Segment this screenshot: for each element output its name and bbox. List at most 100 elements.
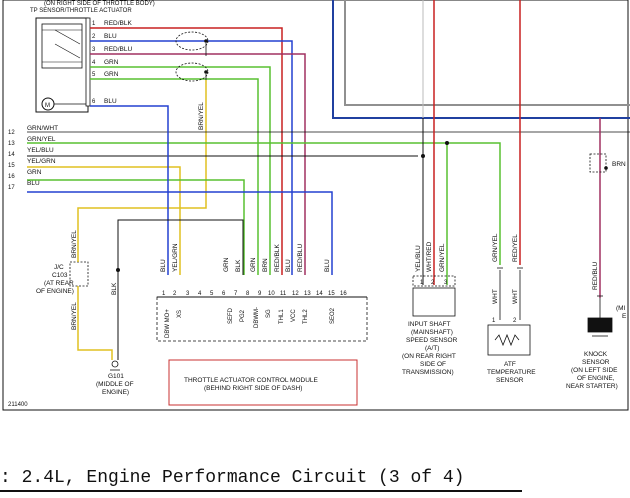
svg-text:3: 3: [444, 280, 448, 286]
svg-text:RED/BLK: RED/BLK: [274, 244, 281, 272]
figure-id: 211400: [8, 402, 28, 408]
svg-text:DBW MO+: DBW MO+: [165, 309, 171, 338]
svg-text:PG2: PG2: [240, 309, 246, 322]
svg-text:(MAINSHAFT): (MAINSHAFT): [411, 329, 453, 336]
svg-text:BRN: BRN: [612, 161, 626, 168]
module-title: THROTTLE ACTUATOR CONTROL MODULE: [184, 377, 319, 384]
actuator-sensor-block: [41, 23, 83, 69]
bus-lines: 12 GRN/WHT 13 GRN/YEL 14 YEL/BLU 15 YEL/…: [8, 125, 58, 191]
jc-connector: [69, 261, 89, 287]
svg-text:16: 16: [340, 291, 347, 297]
svg-text:E: E: [622, 313, 627, 320]
svg-text:5: 5: [92, 72, 96, 78]
diagram-frame: [2, 0, 629, 411]
svg-text:2: 2: [173, 291, 177, 297]
svg-text:15: 15: [8, 163, 15, 169]
svg-text:3: 3: [92, 47, 96, 53]
svg-text:BRN: BRN: [262, 258, 269, 272]
svg-text:NEAR STARTER): NEAR STARTER): [566, 383, 618, 390]
svg-text:BLU: BLU: [104, 98, 117, 105]
right-connector: [589, 153, 607, 173]
svg-text:ATF: ATF: [504, 361, 516, 368]
ground-symbol: [110, 360, 120, 371]
shield-icon: [175, 31, 209, 82]
knock-label: KNOCK SENSOR (ON LEFT SIDE OF ENGINE, NE…: [566, 351, 618, 390]
svg-text:THL2: THL2: [303, 309, 309, 324]
knock-sensor: [587, 317, 613, 333]
thermistor-icon: [494, 333, 520, 347]
svg-text:10: 10: [268, 291, 275, 297]
wire-grn-pin5: [90, 78, 259, 275]
module-location: (BEHIND RIGHT SIDE OF DASH): [204, 385, 302, 392]
svg-text:YEL/BLU: YEL/BLU: [415, 245, 422, 272]
svg-text:12: 12: [8, 130, 15, 136]
upper-frame-blue: [332, 0, 630, 119]
svg-text:1: 1: [420, 280, 424, 286]
svg-text:GRN: GRN: [104, 71, 119, 78]
svg-text:2: 2: [513, 318, 517, 324]
svg-text:TRANSMISSION): TRANSMISSION): [402, 369, 454, 376]
svg-text:3: 3: [186, 291, 190, 297]
svg-text:INPUT SHAFT: INPUT SHAFT: [408, 321, 451, 328]
svg-text:BRN/YEL: BRN/YEL: [71, 230, 78, 258]
wire-red-blk-pin1: [90, 27, 283, 275]
svg-text:BLU: BLU: [27, 180, 40, 187]
svg-text:2: 2: [431, 280, 435, 286]
svg-text:4: 4: [92, 60, 96, 66]
atf-sensor: [487, 324, 531, 356]
svg-text:RED/YEL: RED/YEL: [512, 234, 519, 262]
svg-text:THL1: THL1: [279, 309, 285, 324]
svg-text:OF ENGINE,: OF ENGINE,: [577, 375, 615, 382]
svg-text:(ON REAR RIGHT: (ON REAR RIGHT: [402, 353, 456, 360]
svg-text:2: 2: [92, 34, 96, 40]
input-shaft-label: INPUT SHAFT (MAINSHAFT) SPEED SENSOR (A/…: [402, 321, 458, 376]
svg-text:SENSOR: SENSOR: [496, 377, 524, 384]
svg-text:GRN: GRN: [27, 169, 42, 176]
svg-text:17: 17: [8, 185, 15, 191]
svg-text:6: 6: [92, 99, 96, 105]
module-wire-labels: BLU YEL/GRN GRN BLK GRN BRN RED/BLK BLU …: [160, 243, 331, 272]
svg-text:TEMPERATURE: TEMPERATURE: [487, 369, 536, 376]
bus-yel-grn: [27, 166, 181, 275]
actuator-title: TP SENSOR/THROTTLE ACTUATOR: [30, 8, 132, 14]
svg-text:BLU: BLU: [285, 259, 292, 272]
svg-text:SPEED SENSOR: SPEED SENSOR: [406, 337, 458, 344]
svg-text:GRN/YEL: GRN/YEL: [492, 233, 499, 262]
svg-text:SIDE OF: SIDE OF: [420, 361, 446, 368]
svg-text:KNOCK: KNOCK: [584, 351, 608, 358]
wire-grn-pin4: [90, 66, 271, 275]
svg-text:XS: XS: [177, 310, 183, 318]
svg-text:WHT: WHT: [512, 289, 519, 304]
svg-text:14: 14: [8, 152, 15, 158]
actuator-connector: [85, 17, 91, 107]
svg-text:13: 13: [8, 141, 15, 147]
svg-text:ENGINE): ENGINE): [102, 389, 129, 396]
svg-text:1: 1: [492, 318, 496, 324]
svg-text:SENSOR: SENSOR: [582, 359, 610, 366]
ground-id: G101: [108, 373, 124, 380]
svg-text:9: 9: [258, 291, 262, 297]
actuator-pin-labels: 1 RED/BLK 2 BLU 3 RED/BLU 4 GRN 5 GRN 6 …: [92, 20, 132, 105]
actuator-location-label: (ON RIGHT SIDE OF THROTTLE BODY): [44, 1, 155, 7]
module-label-box: [168, 359, 358, 406]
svg-text:7: 7: [234, 291, 238, 297]
svg-text:14: 14: [316, 291, 323, 297]
svg-text:VCC: VCC: [291, 309, 297, 322]
svg-text:GRN/YEL: GRN/YEL: [439, 243, 446, 272]
svg-text:15: 15: [328, 291, 335, 297]
svg-text:GRN: GRN: [104, 59, 119, 66]
svg-text:SEFD: SEFD: [228, 307, 234, 324]
svg-text:BLU: BLU: [324, 259, 331, 272]
svg-text:WHT: WHT: [492, 289, 499, 304]
svg-text:C103: C103: [52, 272, 68, 279]
svg-text:4: 4: [198, 291, 202, 297]
bus-grn: [27, 179, 245, 275]
wire-red-blu-pin3: [90, 53, 306, 275]
atf-label: ATF TEMPERATURE SENSOR: [487, 361, 536, 384]
svg-text:6: 6: [222, 291, 226, 297]
svg-text:RED/BLU: RED/BLU: [592, 262, 599, 290]
figure-caption: : 2.4L, Engine Performance Circuit (3 of…: [0, 468, 465, 488]
svg-text:RED/BLK: RED/BLK: [104, 20, 132, 27]
svg-text:GRN/YEL: GRN/YEL: [27, 136, 56, 143]
